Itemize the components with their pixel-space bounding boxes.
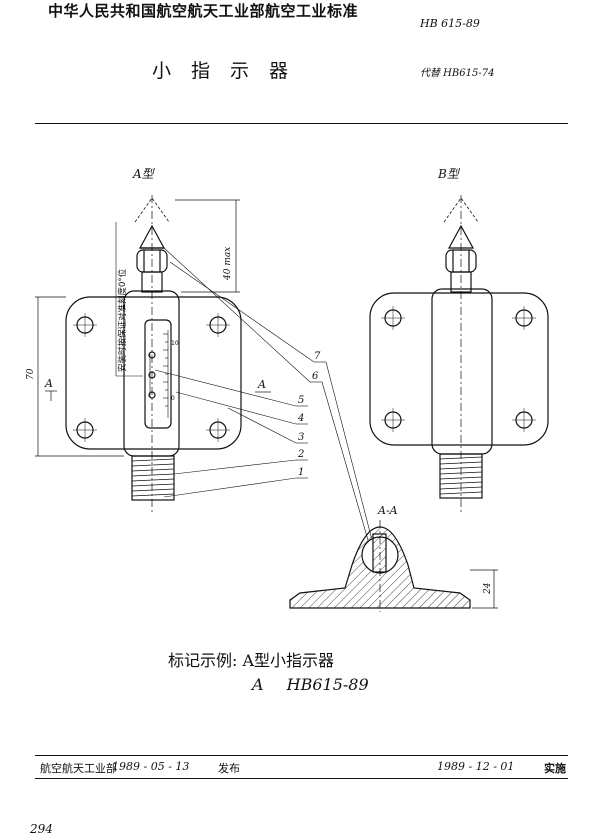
callout-7: 7 xyxy=(314,351,321,362)
marking-caption: 标记示例: A型小指示器 xyxy=(168,651,335,670)
footer-impl-label: 实施 xyxy=(544,762,566,775)
callout-2: 2 xyxy=(297,449,304,460)
view-b-label: B型 xyxy=(437,167,461,181)
footer-issued-label: 发布 xyxy=(218,762,240,775)
callout-4: 4 xyxy=(297,413,304,424)
callout-6: 6 xyxy=(312,371,319,382)
technical-drawing: A型 10 0 xyxy=(26,167,549,612)
header-rule xyxy=(35,123,568,124)
standard-number: HB 615-89 xyxy=(420,17,480,30)
section-view: A-A 24 xyxy=(289,504,498,612)
callout-1: 1 xyxy=(298,467,304,478)
marking-value: A HB615-89 xyxy=(252,675,369,694)
view-b: B型 xyxy=(369,167,549,515)
scale-bottom-label: 0 xyxy=(171,395,175,402)
org-title: 中华人民共和国航空航天工业部航空工业标准 xyxy=(48,2,359,20)
dim-section: 24 xyxy=(483,582,493,595)
callout-3: 3 xyxy=(298,432,304,443)
footer-rule-bottom xyxy=(35,778,568,779)
cut-mark-right: A xyxy=(257,378,266,391)
footer-issue-date: 1989 - 05 - 13 xyxy=(112,760,190,773)
dim-side: 70 xyxy=(26,368,36,380)
product-name: 小指示器 xyxy=(152,60,309,82)
replaces-note: 代替 HB615-74 xyxy=(420,68,495,79)
dim-height: 40 max xyxy=(223,247,233,281)
footer-issuer: 航空航天工业部 xyxy=(40,762,117,775)
section-label: A-A xyxy=(377,504,398,517)
view-a-label: A型 xyxy=(132,167,156,181)
callout-5: 5 xyxy=(298,395,304,406)
footer-impl-date: 1989 - 12 - 01 xyxy=(437,760,515,773)
view-a: A型 10 0 xyxy=(26,167,373,541)
cut-mark-left: A xyxy=(44,377,53,390)
page-number: 294 xyxy=(30,822,53,836)
scale-top-label: 10 xyxy=(171,340,179,347)
footer-rule-top xyxy=(35,755,568,756)
installation-note: 安装时按保证对准刻度0°位 xyxy=(117,268,128,372)
